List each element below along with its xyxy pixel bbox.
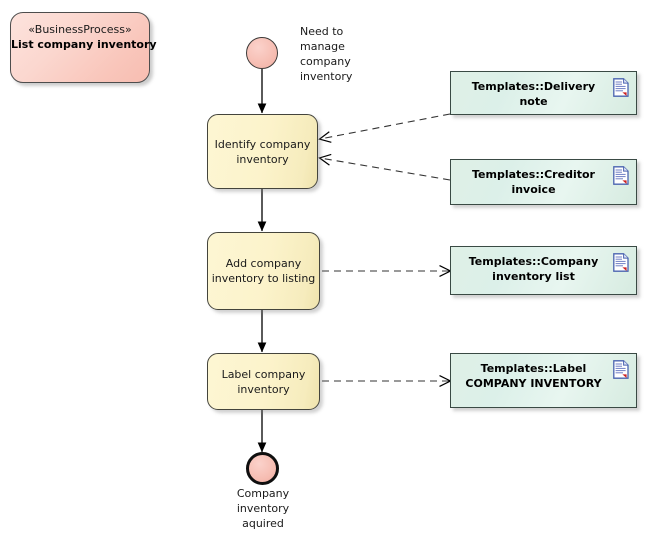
template-delivery-note[interactable]: Templates::Delivery note [450,71,637,115]
document-icon [613,360,629,379]
template-creditor-invoice[interactable]: Templates::Creditor invoice [450,159,637,205]
end-event-label: Company inventory aquired [236,487,290,530]
dependency-creditor-invoice-to-identify [318,153,451,181]
activity-label: Add company inventory to listing [211,257,316,285]
document-icon [613,253,629,272]
business-process-box[interactable]: «BusinessProcess» List company inventory [10,12,157,83]
activity-identify-company-inventory[interactable]: Identify company inventory [207,114,318,189]
template-label-company-inventory[interactable]: Templates::Label COMPANY INVENTORY [450,353,637,408]
business-process-stereotype: «BusinessProcess» [28,23,132,36]
template-label: Templates::Delivery note [471,80,596,108]
template-label: Templates::Company inventory list [468,255,599,283]
activity-label-company-inventory[interactable]: Label company inventory [207,353,320,410]
dependency-delivery-note-to-identify [318,113,451,143]
activity-label: Identify company inventory [214,137,311,166]
template-label: Templates::Label COMPANY INVENTORY [465,362,602,390]
activity-add-company-inventory-to-listing[interactable]: Add company inventory to listing [207,232,320,310]
start-event-label: Need to manage company inventory [300,25,353,83]
template-company-inventory-list[interactable]: Templates::Company inventory list [450,246,637,295]
business-process-name: List company inventory [11,38,157,51]
document-icon [613,166,629,185]
template-label: Templates::Creditor invoice [472,168,595,196]
document-icon [613,78,629,97]
activity-label: Label company inventory [221,367,306,396]
start-node-icon[interactable] [246,37,278,69]
end-node-icon[interactable] [246,452,279,485]
